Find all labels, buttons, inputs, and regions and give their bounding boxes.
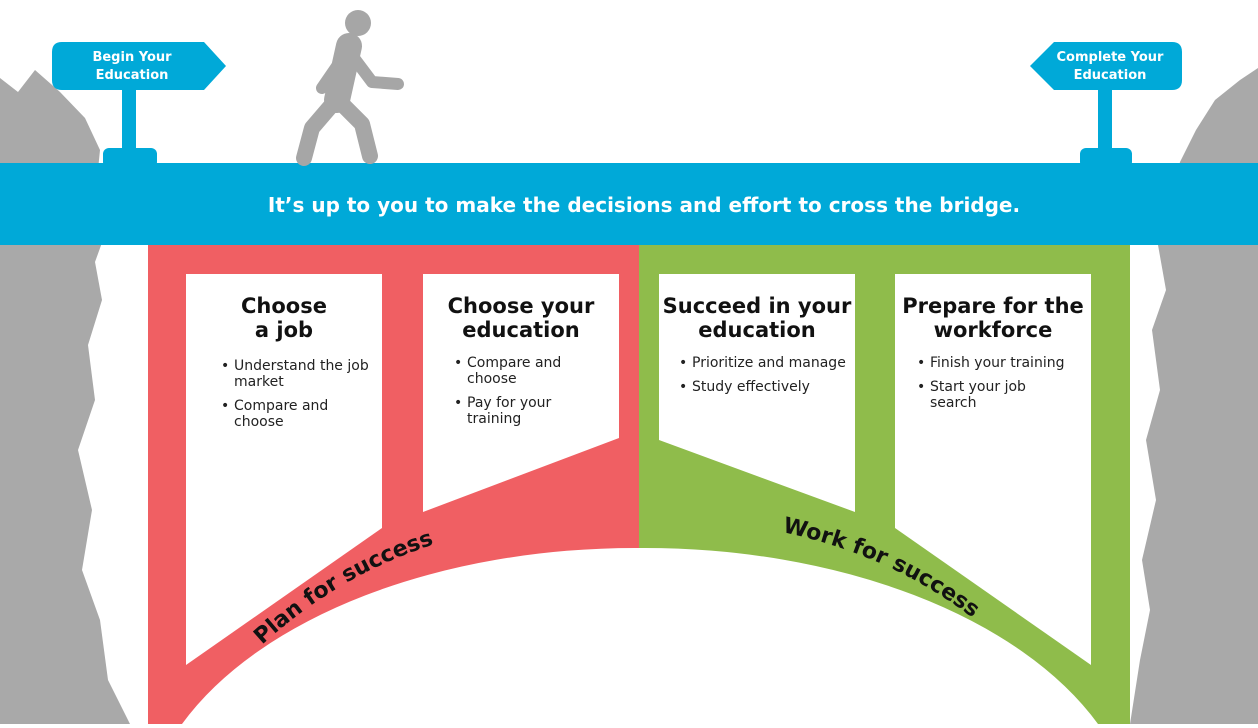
card-title-line: education: [698, 318, 816, 342]
complete-sign: [1030, 42, 1182, 90]
card-title-line: Choose: [241, 294, 327, 318]
card-panel-4: [895, 274, 1091, 665]
card-panel-2: [423, 274, 619, 512]
deck-text: It’s up to you to make the decisions and…: [268, 193, 1020, 217]
left-post-base: [103, 148, 157, 168]
card-title-line: workforce: [933, 318, 1053, 342]
card-list-succeed-education: Prioritize and manage Study effectively: [677, 355, 847, 403]
left-sign-post: [122, 82, 136, 157]
list-item: Compare and choose: [452, 355, 602, 387]
card-title-line: education: [462, 318, 580, 342]
right-sign-post: [1098, 82, 1112, 157]
bridge-deck: [0, 163, 1258, 245]
list-item: Prioritize and manage: [677, 355, 847, 371]
begin-sign-line-2: Education: [96, 68, 169, 83]
card-title-choose-job: Choose a job: [186, 294, 382, 342]
right-post-base: [1080, 148, 1132, 168]
card-list-choose-job: Understand the job market Compare and ch…: [219, 358, 379, 438]
list-item: Pay for your training: [452, 395, 602, 427]
card-list-prepare-workforce: Finish your training Start your job sear…: [915, 355, 1075, 419]
card-list-choose-education: Compare and choose Pay for your training: [452, 355, 602, 435]
person-walking-icon: [296, 10, 404, 166]
list-item: Finish your training: [915, 355, 1075, 371]
complete-sign-line-1: Complete Your: [1057, 50, 1165, 65]
list-item: Understand the job market: [219, 358, 379, 390]
card-title-line: Succeed in your: [662, 294, 852, 318]
list-item: Study effectively: [677, 379, 847, 395]
list-item: Start your job search: [915, 379, 1075, 411]
card-title-line: Prepare for the: [902, 294, 1084, 318]
begin-sign-line-1: Begin Your: [92, 50, 172, 65]
list-item: Compare and choose: [219, 398, 379, 430]
card-title-choose-education: Choose your education: [423, 294, 619, 342]
card-title-prepare-workforce: Prepare for the workforce: [895, 294, 1091, 342]
complete-sign-line-2: Education: [1074, 68, 1147, 83]
card-title-succeed-education: Succeed in your education: [659, 294, 855, 342]
begin-sign: [52, 42, 226, 90]
card-title-line: a job: [254, 318, 314, 342]
card-title-line: Choose your: [447, 294, 595, 318]
